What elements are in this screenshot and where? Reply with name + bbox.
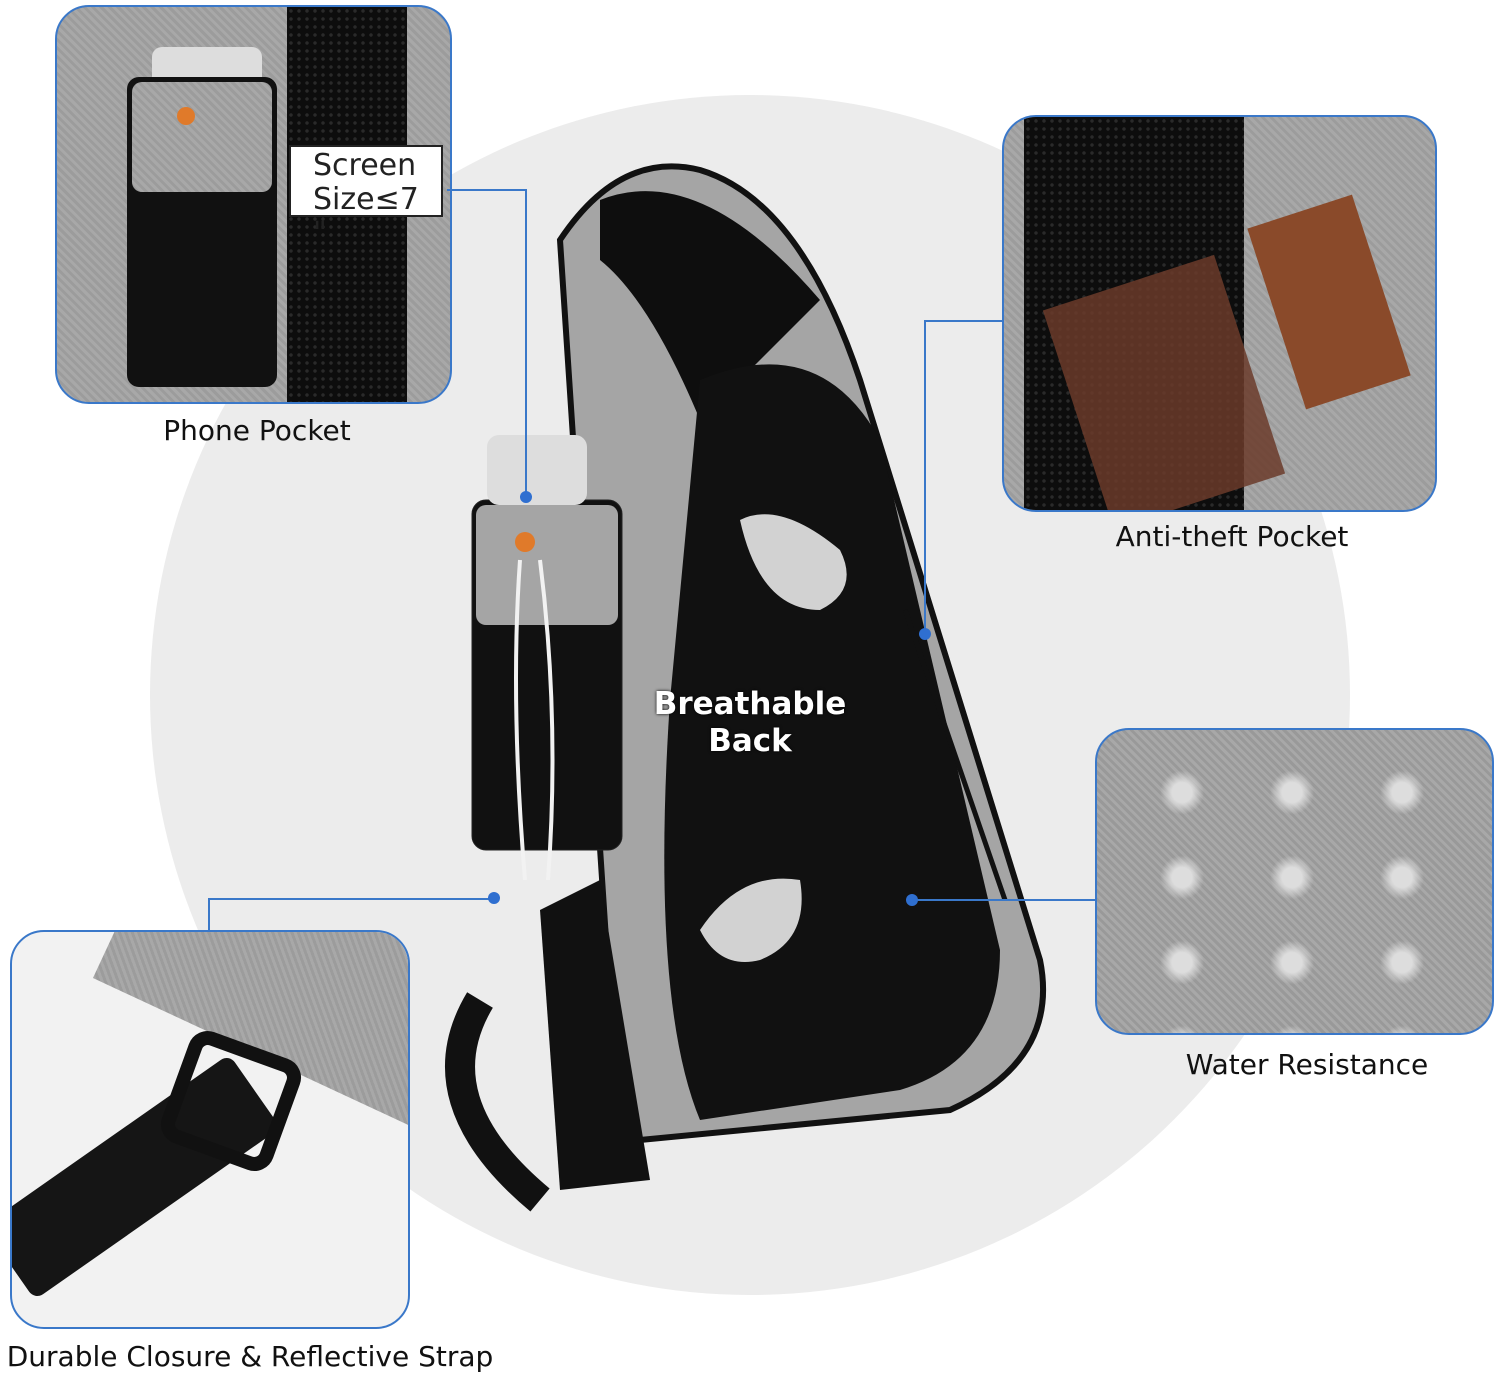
- durable-closure-label: Durable Closure & Reflective Strap: [6, 1340, 494, 1373]
- anti-theft-label: Anti-theft Pocket: [1115, 520, 1349, 553]
- connector-dot: [906, 894, 918, 906]
- connector-line: [924, 320, 926, 634]
- connector-line: [447, 189, 527, 191]
- breathable-back-label: Breathable Back: [654, 686, 847, 760]
- anti-theft-panel: [1002, 115, 1437, 512]
- connector-line: [208, 898, 496, 900]
- phone-pocket-label: Phone Pocket: [163, 414, 351, 447]
- water-resistance-label: Water Resistance: [1185, 1048, 1429, 1081]
- water-resistance-panel: [1095, 728, 1494, 1035]
- breathable-line-2: Back: [708, 723, 792, 759]
- screen-size-line-2: Size≤7 ": [313, 182, 419, 251]
- screen-size-box: Screen Size≤7 ": [289, 145, 443, 251]
- connector-dot: [919, 628, 931, 640]
- screen-size-line-1: Screen: [313, 148, 417, 183]
- breathable-line-1: Breathable: [653, 686, 847, 722]
- durable-closure-panel: [10, 930, 410, 1329]
- connector-dot: [488, 892, 500, 904]
- connector-line: [525, 189, 527, 497]
- connector-line: [208, 898, 210, 930]
- connector-line: [925, 320, 1002, 322]
- connector-line: [912, 899, 1095, 901]
- connector-dot: [520, 491, 532, 503]
